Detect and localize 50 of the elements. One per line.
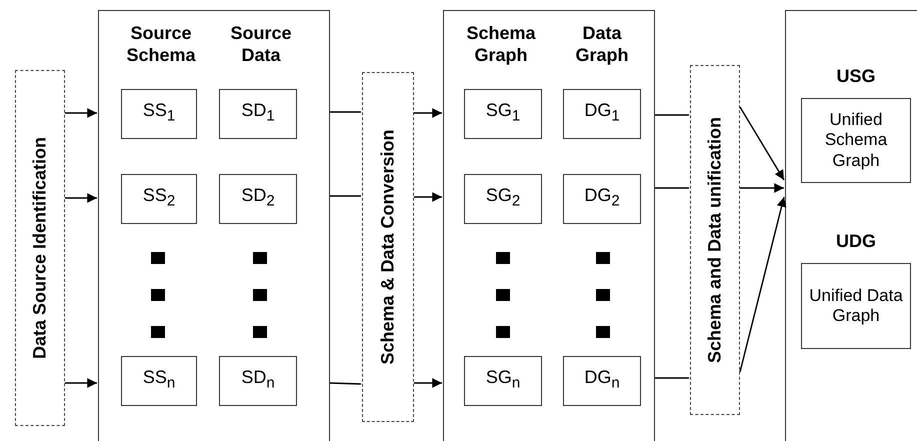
item-label: DG$_{1}$: [584, 100, 620, 126]
connector-arrow: [65, 378, 97, 388]
item-label: SD$_{2}$: [241, 184, 275, 210]
item-box: [563, 89, 641, 139]
graph-label: Unified Schema Graph: [824, 110, 888, 172]
graph-heading: UDG: [835, 231, 877, 253]
connector-arrow: [414, 192, 442, 202]
item-box: [464, 89, 542, 139]
item-box: [464, 174, 542, 224]
item-label: DG$_{n}$: [584, 366, 620, 392]
connector-arrow: [414, 108, 442, 118]
item-label: SG$_{2}$: [486, 184, 520, 210]
item-label: SS$_{n}$: [142, 366, 176, 392]
column-heading: Schema Graph: [465, 23, 537, 66]
stage-panel: [785, 10, 917, 441]
item-box: [121, 356, 197, 406]
item-label: SG$_{n}$: [486, 366, 520, 392]
column-heading: Data Graph: [574, 23, 630, 66]
item-label: DG$_{2}$: [584, 184, 620, 210]
connector-arrow: [739, 196, 786, 372]
item-box: [563, 174, 641, 224]
connector-arrow: [65, 108, 97, 118]
item-box: [121, 89, 197, 139]
step-box: [690, 65, 740, 415]
connector-arrow: [414, 378, 442, 388]
item-label: SD$_{1}$: [241, 100, 275, 126]
item-box: [219, 356, 297, 406]
stage-panel: [443, 10, 655, 441]
connector-arrow: [740, 183, 784, 193]
step-label: Data Source Identification: [30, 136, 50, 360]
stage-panel: [98, 10, 330, 441]
item-label: SS$_{2}$: [142, 184, 176, 210]
step-label: Schema & Data Conversion: [378, 129, 398, 365]
connector-arrow: [65, 193, 97, 203]
item-box: [121, 174, 197, 224]
item-box: [464, 356, 542, 406]
item-label: SG$_{1}$: [486, 100, 520, 126]
step-box: [15, 70, 65, 426]
graph-heading: USG: [835, 66, 876, 88]
step-box: [362, 72, 414, 422]
item-box: [563, 356, 641, 406]
step-label: Schema and Data unification: [704, 116, 726, 364]
item-label: SS$_{1}$: [142, 100, 176, 126]
column-heading: Source Data: [229, 23, 293, 66]
graph-label: Unified Data Graph: [808, 286, 904, 326]
column-heading: Source Schema: [125, 23, 197, 66]
item-box: [219, 174, 297, 224]
item-box: [219, 89, 297, 139]
item-label: SD$_{n}$: [241, 366, 275, 392]
connector-arrow: [739, 106, 785, 180]
